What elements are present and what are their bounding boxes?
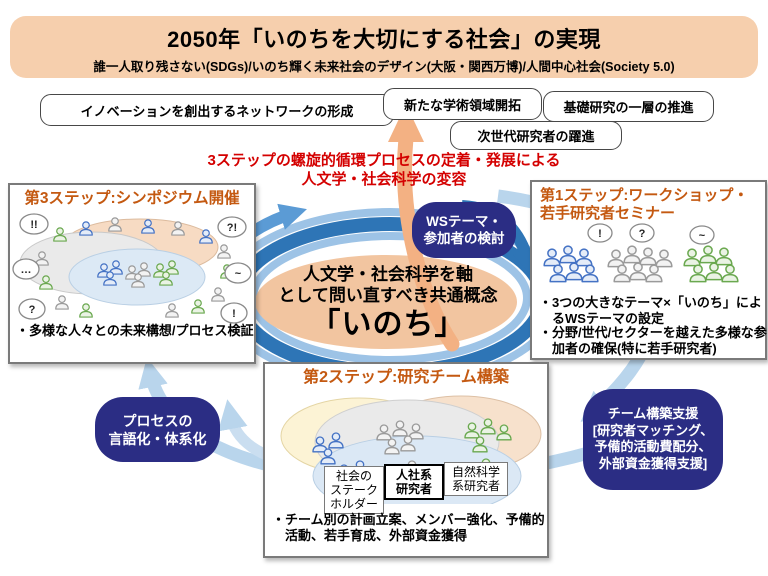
speech-bubbles: !! ?! … ~ ? ! <box>12 213 252 324</box>
svg-text:…: … <box>21 264 32 276</box>
label-humanities-researchers: 人社系 研究者 <box>384 464 444 500</box>
svg-text:?: ? <box>639 228 646 240</box>
step2-box: 第2ステップ:研究チーム構築 <box>263 362 549 558</box>
step3-box: 第3ステップ:シンポジウム開催 <box>8 183 256 364</box>
label-stakeholder: 社会の ステーク ホルダー <box>324 466 384 514</box>
core-concept-keyword: 「いのち」 <box>310 308 466 341</box>
step1-bullet1: ・3つの大きなテーマ×「いのち」によるWSテーマの設定 <box>539 295 762 326</box>
spiral-caption-line2: 人文学・社会科学の変容 <box>301 171 467 188</box>
step1-title-line1: 第1ステップ:ワークショップ・ <box>540 187 749 204</box>
step1-title-line2: 若手研究者セミナー <box>540 205 676 222</box>
svg-text:!: ! <box>232 308 236 320</box>
core-concept-text: 人文学・社会科学を軸 として問い直すべき共通概念 「いのち」 <box>252 264 524 344</box>
svg-text:~: ~ <box>699 230 706 242</box>
svg-text:~: ~ <box>235 268 242 280</box>
team-support-box: チーム構築支援 [研究者マッチング、 予備的活動費配分、 外部資金獲得支援] <box>583 389 723 490</box>
outcome-box-basic-research: 基礎研究の一層の推進 <box>543 91 714 122</box>
step3-people-illustration: !! ?! … ~ ? ! <box>12 213 252 324</box>
subtitle: 誰一人取り残さない(SDGs)/いのち輝く未来社会のデザイン(大阪・関西万博)/… <box>93 60 675 74</box>
people-group-green <box>683 245 739 283</box>
step2-bullet: ・チーム別の計画立案、メンバー強化、予備的活動、若手育成、外部資金獲得 <box>272 512 545 543</box>
orange-spiral-arrow <box>388 104 460 352</box>
svg-text:!: ! <box>598 228 602 240</box>
speech-bubbles: ! ? ~ <box>587 223 715 245</box>
step1-box: 第1ステップ:ワークショップ・ 若手研究者セミナー ! ? ~ <box>530 180 767 360</box>
step1-bullet2: ・分野/世代/セクターを越えた多様な参加者の確保(特に若手研究者) <box>539 325 767 356</box>
main-title: 2050年「いのちを大切にする社会」の実現 <box>167 27 601 52</box>
spiral-caption-line1: 3ステップの螺旋的循環プロセスの定着・発展による <box>207 152 561 169</box>
main-title-banner: 2050年「いのちを大切にする社会」の実現 誰一人取り残さない(SDGs)/いの… <box>10 16 758 78</box>
ws-review-box: WSテーマ・ 参加者の検討 <box>412 202 516 258</box>
people-group-gray <box>607 245 673 283</box>
outcome-box-new-fields: 新たな学術領域開拓 <box>383 88 542 120</box>
svg-text:?!: ?! <box>227 222 237 234</box>
outcome-box-next-gen: 次世代研究者の躍進 <box>450 121 622 150</box>
step2-title: 第2ステップ:研究チーム構築 <box>303 369 509 386</box>
label-science-researchers: 自然科学 系研究者 <box>444 462 508 496</box>
step3-title: 第3ステップ:シンポジウム開催 <box>24 190 240 207</box>
step1-people-illustration: ! ? ~ <box>543 223 739 283</box>
core-concept-line2: として問い直すべき共通概念 <box>278 286 498 305</box>
people-group-blue <box>543 245 599 283</box>
svg-text:?: ? <box>29 304 36 316</box>
outcome-box-network: イノベーションを創出するネットワークの形成 <box>40 94 394 126</box>
svg-text:!!: !! <box>30 219 37 231</box>
process-box: プロセスの 言語化・体系化 <box>95 397 220 462</box>
core-concept-line1: 人文学・社会科学を軸 <box>303 265 473 284</box>
core-concept-ellipse <box>255 255 517 349</box>
step3-bullet: ・多様な人々との未来構想/プロセス検証 <box>16 323 254 338</box>
spiral-caption: 3ステップの螺旋的循環プロセスの定着・発展による 人文学・社会科学の変容 <box>0 151 768 189</box>
